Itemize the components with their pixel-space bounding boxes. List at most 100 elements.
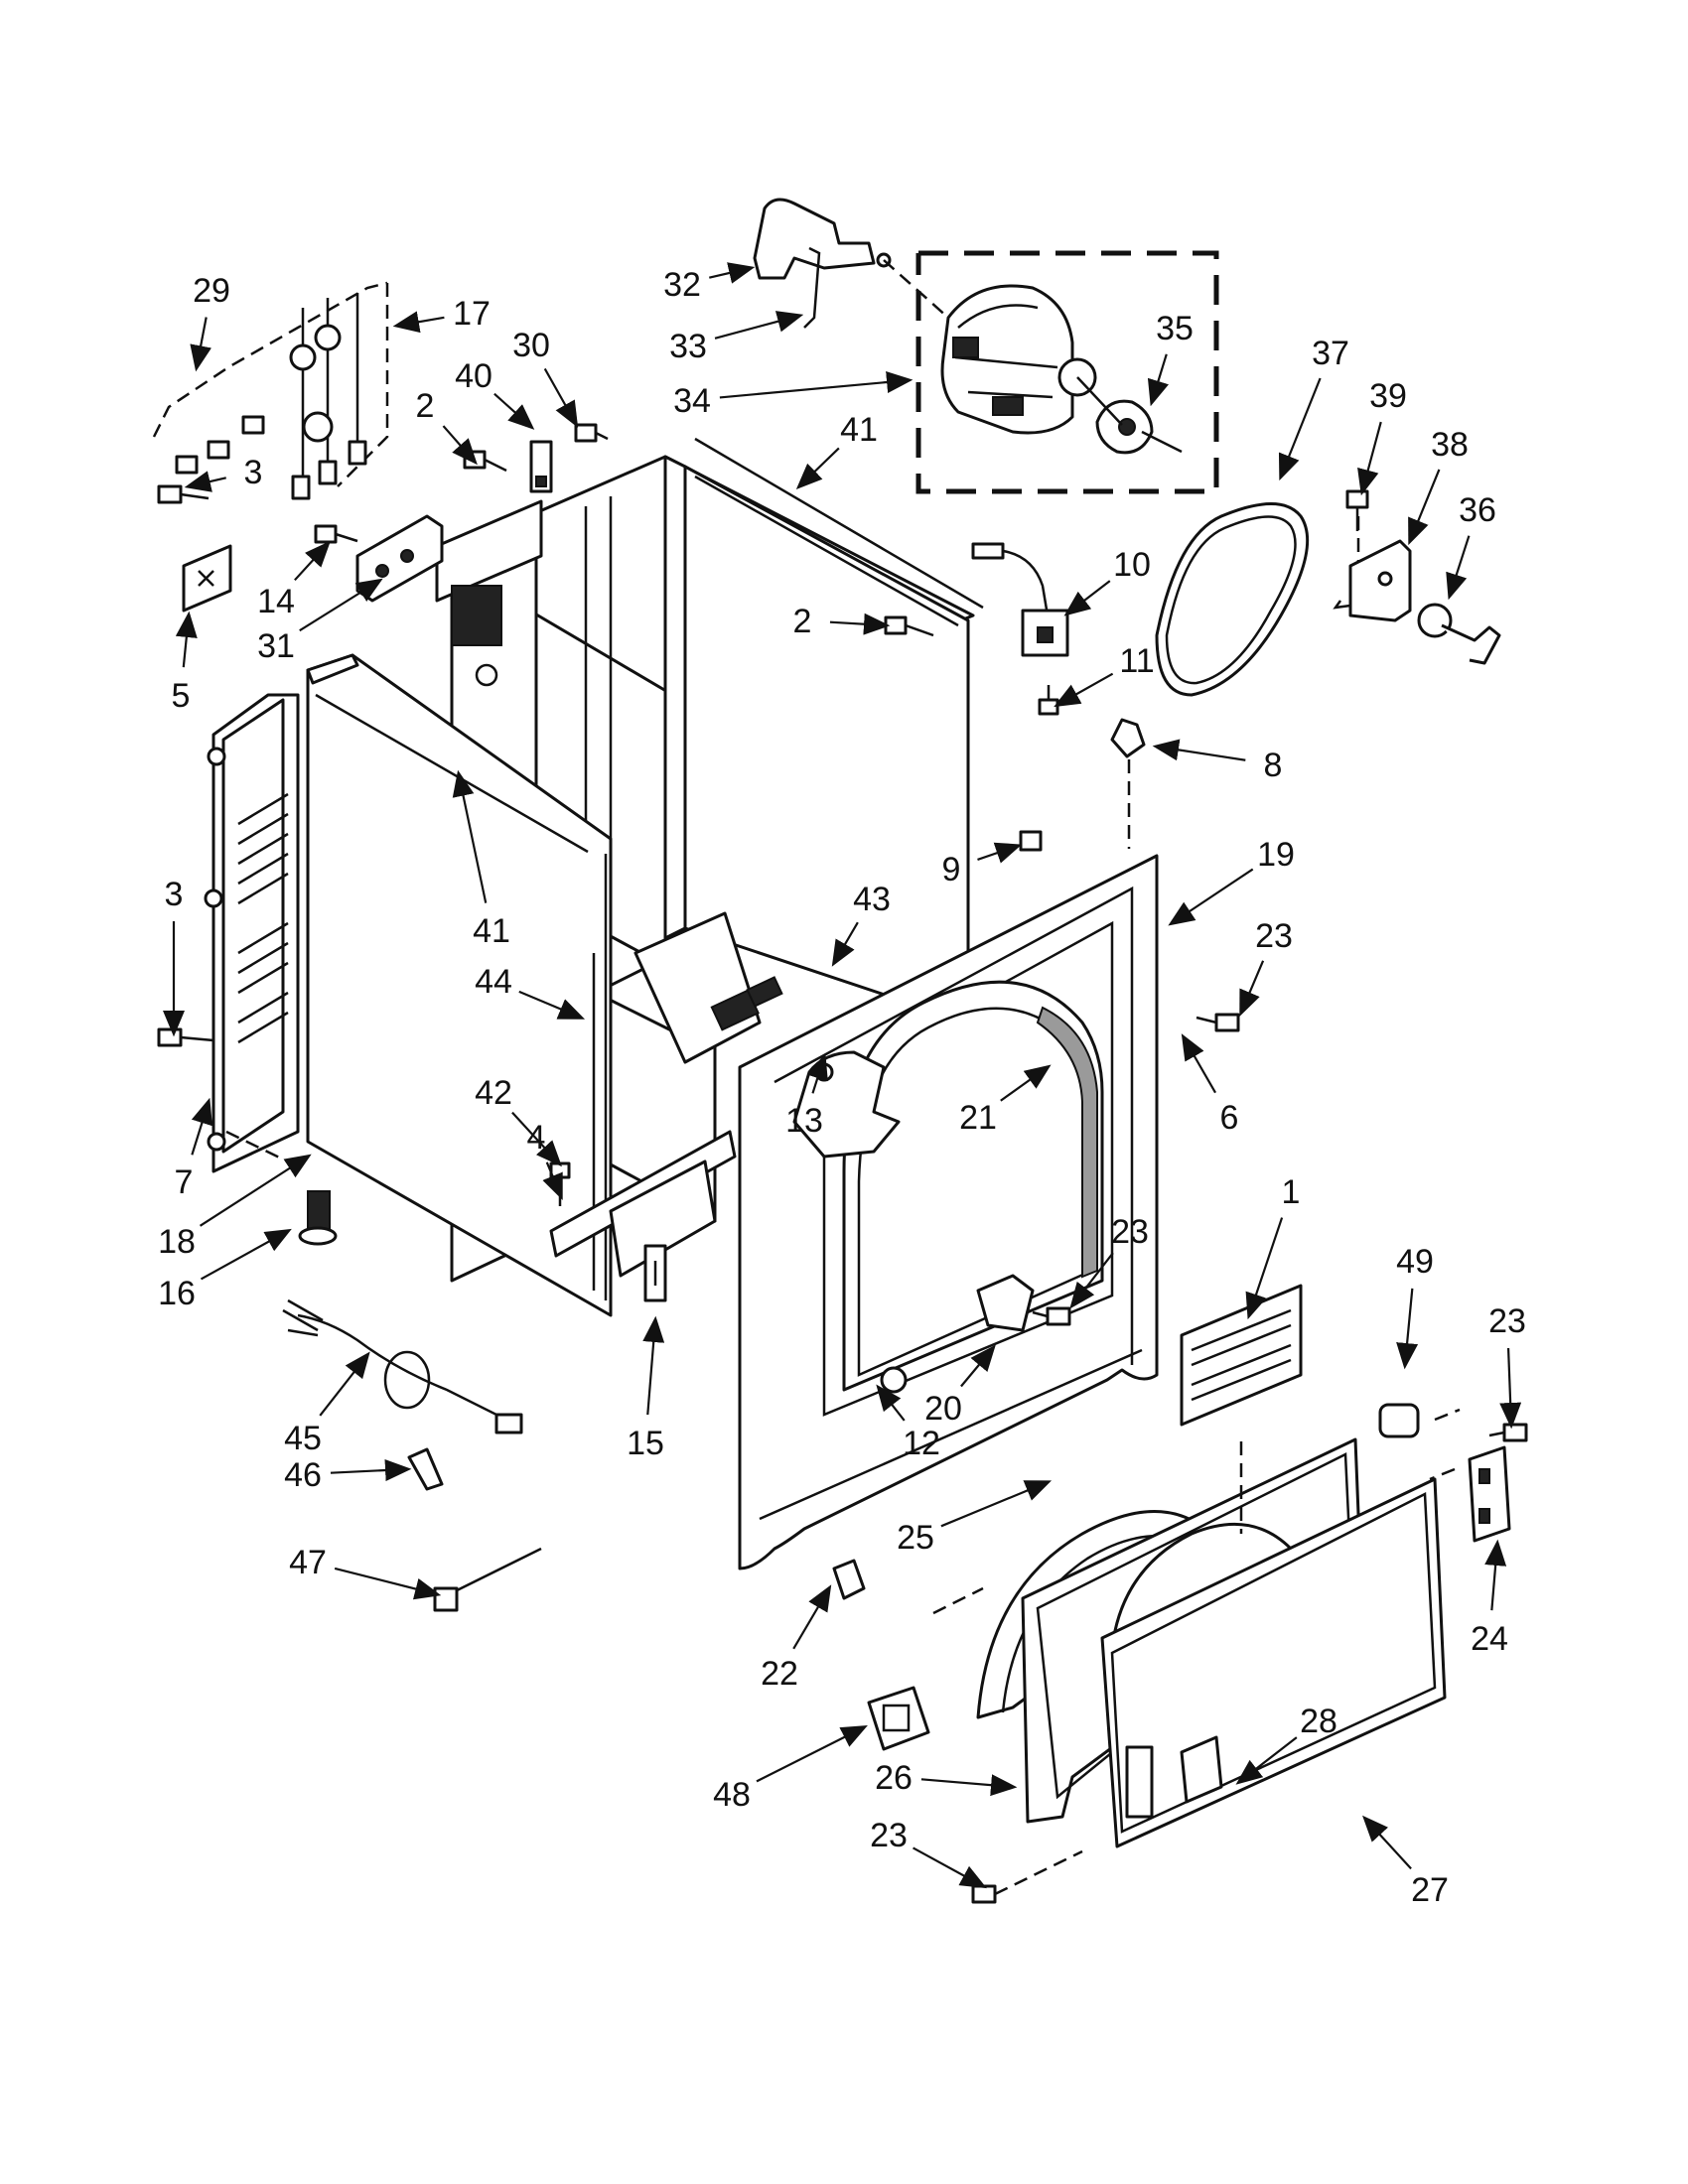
callout-15: 15 [627,1315,665,1462]
callout-28: 28 [1235,1703,1337,1785]
leader-line [452,769,488,903]
callout-number: 20 [924,1390,962,1428]
callout-number: 7 [175,1163,194,1201]
leader-line [319,1351,370,1417]
callout-26: 26 [875,1759,1018,1797]
callout-number: 41 [840,411,878,449]
leader-line [1499,1347,1522,1430]
callout-number: 3 [165,876,184,913]
leader-line [190,317,211,372]
callout-33: 33 [669,311,804,365]
clip-9 [1019,830,1043,852]
screw-39 [1345,489,1369,531]
callout-number: 36 [1459,491,1496,529]
callout-number: 34 [673,382,711,420]
callout-number: 23 [1255,917,1293,955]
callout-number: 19 [1257,836,1295,874]
leader-line [642,1315,665,1416]
screw-11 [1038,685,1059,716]
callout-number: 43 [853,881,891,918]
leader-line [1362,1815,1412,1870]
callout-number: 10 [1113,546,1151,584]
callout-35: 35 [1147,310,1194,407]
door-assembly [932,1408,1461,1848]
leader-line [542,1161,563,1201]
callout-5: 5 [172,611,198,715]
strap-15 [643,1244,667,1302]
callout-37: 37 [1278,335,1349,481]
callout-48: 48 [713,1725,868,1814]
leader-line [977,842,1023,864]
callout-number: 23 [870,1817,908,1854]
leader-line [299,578,383,632]
callout-number: 25 [897,1519,934,1557]
callout-34: 34 [673,371,914,420]
callout-number: 14 [257,583,295,620]
leader-line [756,1725,868,1783]
label-5 [182,544,232,613]
callout-30: 30 [512,327,579,428]
callout-number: 16 [158,1275,196,1312]
idler-bracket [1333,516,1412,622]
leader-line [806,1052,828,1094]
leader-line [792,1584,832,1650]
callout-number: 21 [959,1099,997,1137]
callout-number: 3 [244,454,263,491]
strain-relief-46 [407,1447,444,1491]
leader-line [184,471,226,492]
callout-number: 49 [1396,1243,1434,1281]
callout-25: 25 [897,1480,1053,1557]
vent-slots [237,792,289,1044]
callout-2: 2 [416,387,478,466]
callout-3: 3 [163,876,185,1037]
callout-39: 39 [1357,377,1407,496]
callout-number: 18 [158,1223,196,1261]
callout-number: 9 [942,851,961,888]
leader-line [392,311,445,334]
plug-49 [1378,1403,1420,1438]
callout-27: 27 [1362,1815,1449,1909]
leader-line [714,311,804,340]
callout-47: 47 [289,1544,442,1600]
rear-panel-bracket [435,499,543,687]
callout-41: 41 [452,769,510,950]
leader-line [1396,1288,1419,1370]
callout-number: 22 [761,1655,798,1693]
instruction-label-1 [1180,1284,1303,1427]
callout-2: 2 [793,603,891,640]
callout-number: 39 [1369,377,1407,415]
hinge-24 [1429,1445,1511,1543]
screw-23-b [1032,1306,1071,1326]
leader-line [1357,421,1382,496]
screw-23-d [971,1849,1083,1904]
leader-line [330,1459,412,1482]
leader-line [175,611,198,668]
leader-line [1245,1217,1284,1320]
callout-31: 31 [257,578,383,665]
leader-line [511,1111,562,1167]
callout-19: 19 [1168,836,1295,926]
callout-23: 23 [1239,917,1293,1018]
leader-line [829,613,891,635]
leader-line [200,1228,292,1281]
callout-number: 45 [284,1420,322,1457]
callout-number: 5 [172,677,191,715]
leader-line [518,990,586,1020]
callout-number: 38 [1431,426,1469,464]
callout-number: 24 [1471,1620,1508,1658]
rear-vent-panel [204,693,300,1173]
screw-30 [574,423,609,443]
wire-nuts [175,415,265,475]
callout-number: 35 [1156,310,1194,347]
door-switch-12 [880,1366,908,1394]
callout-17: 17 [392,295,491,334]
leader-line [294,540,331,582]
leader-line [719,371,914,399]
callout-number: 46 [284,1456,322,1494]
leader-line [920,1774,1018,1797]
callout-10: 10 [1063,546,1151,616]
leader-line [493,392,535,430]
leader-line [1054,672,1114,708]
callout-number: 23 [1488,1302,1526,1340]
callout-23: 23 [870,1817,987,1889]
